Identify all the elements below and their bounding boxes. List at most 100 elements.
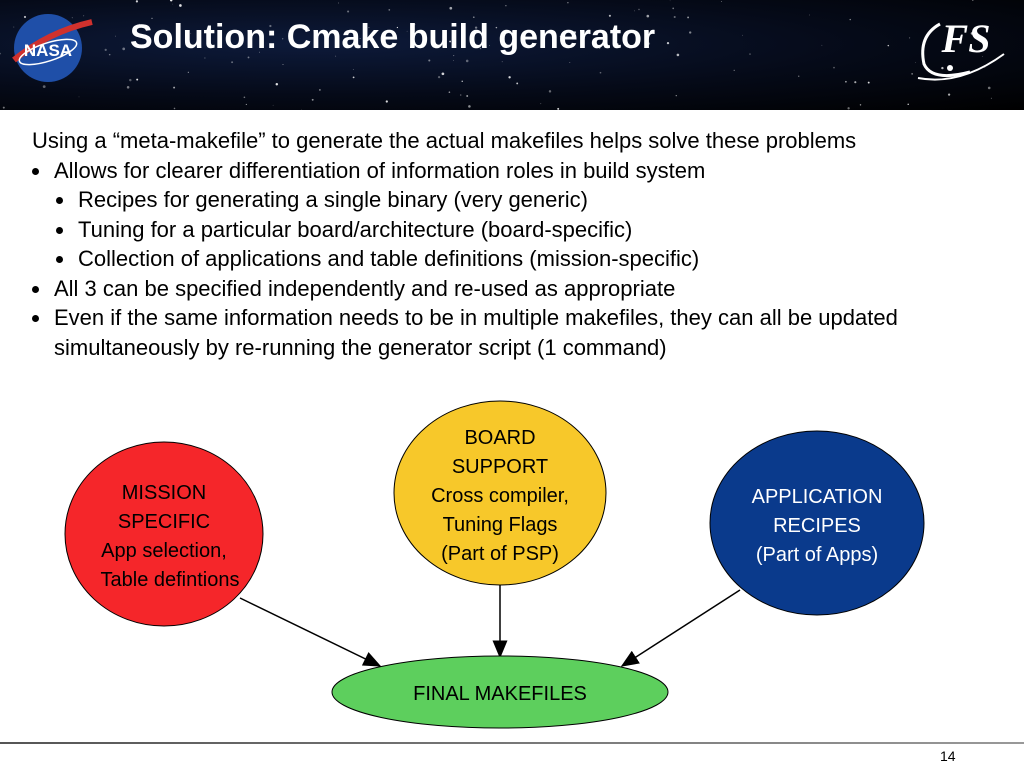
star bbox=[548, 90, 552, 93]
star bbox=[567, 2, 569, 4]
star bbox=[172, 3, 174, 5]
board-line-5: (Part of PSP) bbox=[441, 543, 559, 565]
star bbox=[413, 23, 416, 26]
star bbox=[42, 85, 46, 88]
application-line-2: RECIPES bbox=[773, 515, 861, 537]
star bbox=[388, 9, 391, 11]
star bbox=[352, 69, 354, 70]
star bbox=[359, 38, 361, 39]
star bbox=[672, 7, 675, 10]
star bbox=[126, 86, 130, 89]
star bbox=[231, 61, 234, 64]
star bbox=[689, 31, 692, 34]
bullet-item: Even if the same information needs to be… bbox=[32, 303, 992, 362]
board-line-4: Tuning Flags bbox=[443, 514, 558, 536]
star bbox=[638, 8, 640, 11]
star bbox=[311, 98, 314, 101]
cfs-logo-icon: FS bbox=[917, 16, 1005, 81]
star bbox=[915, 62, 916, 63]
star bbox=[468, 105, 471, 108]
star bbox=[516, 82, 519, 85]
star bbox=[821, 44, 823, 46]
bullet-item: All 3 can be specified independently and… bbox=[32, 274, 992, 304]
sub-bullet-item: Recipes for generating a single binary (… bbox=[56, 185, 992, 215]
star bbox=[135, 0, 139, 3]
star bbox=[741, 34, 743, 36]
star bbox=[569, 61, 571, 63]
svg-text:FS: FS bbox=[941, 16, 991, 61]
svg-text:NASA: NASA bbox=[24, 41, 72, 60]
star bbox=[847, 107, 850, 110]
star bbox=[428, 59, 431, 62]
star bbox=[608, 14, 611, 17]
star bbox=[505, 5, 507, 7]
star bbox=[987, 86, 991, 90]
star bbox=[540, 103, 542, 105]
star bbox=[282, 38, 284, 40]
star bbox=[301, 109, 302, 110]
star bbox=[634, 10, 635, 12]
build-diagram: MISSION SPECIFIC App selection, Table de… bbox=[64, 400, 925, 729]
star bbox=[616, 43, 619, 46]
star bbox=[136, 78, 139, 81]
star bbox=[602, 44, 605, 46]
star bbox=[453, 55, 455, 57]
star bbox=[508, 76, 511, 79]
star bbox=[573, 31, 577, 34]
board-line-2: SUPPORT bbox=[452, 456, 548, 478]
star bbox=[108, 53, 111, 56]
star bbox=[319, 89, 321, 91]
star bbox=[479, 47, 482, 50]
star bbox=[269, 24, 272, 28]
star bbox=[169, 0, 173, 2]
final-label: FINAL MAKEFILES bbox=[413, 683, 587, 705]
mission-line-2: SPECIFIC bbox=[118, 511, 210, 533]
star bbox=[749, 53, 751, 55]
star bbox=[859, 104, 862, 106]
star bbox=[982, 56, 983, 57]
star bbox=[347, 10, 350, 13]
board-line-1: BOARD bbox=[464, 427, 535, 449]
star bbox=[489, 45, 490, 46]
mission-line-1: MISSION bbox=[122, 482, 206, 504]
application-line-1: APPLICATION bbox=[752, 486, 883, 508]
star bbox=[624, 41, 626, 43]
star bbox=[495, 26, 498, 29]
star bbox=[151, 17, 153, 19]
star bbox=[307, 41, 311, 44]
star bbox=[990, 97, 992, 99]
star bbox=[461, 80, 463, 82]
star bbox=[243, 96, 246, 99]
star bbox=[599, 48, 601, 49]
star bbox=[970, 32, 974, 35]
star bbox=[114, 35, 116, 37]
star bbox=[338, 2, 339, 4]
slide-body: Using a “meta-makefile” to generate the … bbox=[32, 126, 992, 362]
board-support-node bbox=[393, 400, 607, 586]
star bbox=[272, 104, 274, 106]
star bbox=[911, 73, 913, 75]
star bbox=[854, 81, 857, 84]
star bbox=[687, 16, 690, 19]
star bbox=[259, 51, 260, 53]
star bbox=[179, 4, 182, 7]
sub-bullet-item: Tuning for a particular board/architectu… bbox=[56, 215, 992, 245]
star bbox=[335, 55, 337, 57]
star bbox=[0, 52, 1, 55]
board-line-3: Cross compiler, bbox=[431, 485, 569, 507]
star bbox=[845, 80, 847, 83]
star bbox=[909, 37, 911, 39]
footer-divider bbox=[0, 742, 1024, 744]
star bbox=[352, 76, 355, 79]
star bbox=[13, 26, 15, 28]
star bbox=[71, 17, 73, 19]
star bbox=[83, 15, 85, 17]
star bbox=[247, 56, 250, 59]
star bbox=[647, 42, 651, 45]
nasa-logo-icon: NASA bbox=[12, 14, 93, 82]
star bbox=[275, 83, 279, 86]
mission-line-4: Table defintions bbox=[101, 569, 240, 591]
star bbox=[385, 100, 388, 103]
final-makefiles-node bbox=[331, 655, 669, 729]
star bbox=[559, 35, 561, 37]
